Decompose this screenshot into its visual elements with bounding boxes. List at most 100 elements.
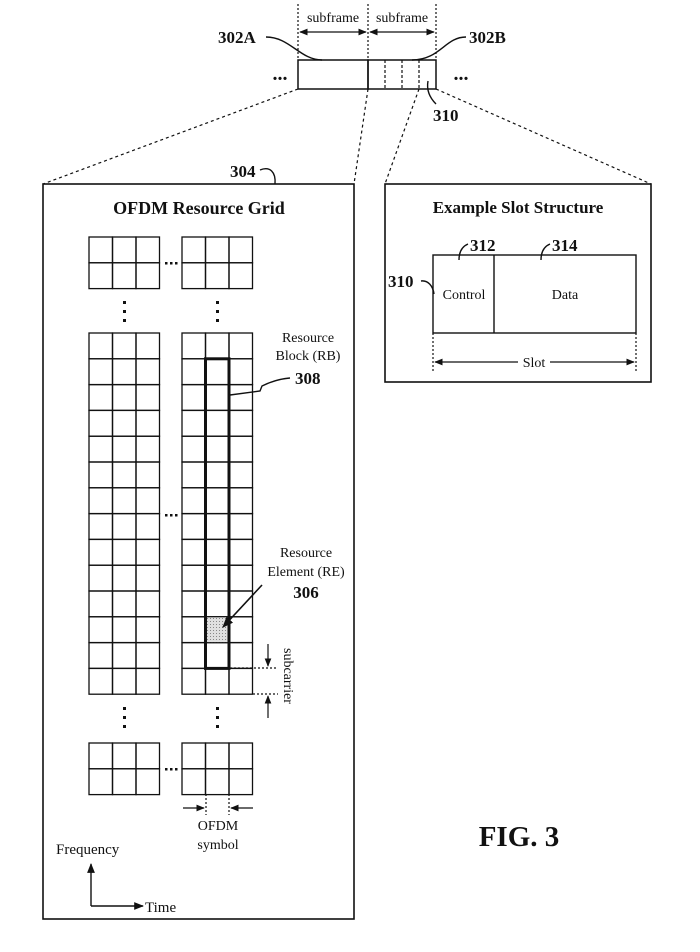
resource-element-cell (111, 383, 137, 412)
resource-element-cell (88, 487, 114, 515)
resource-element-cell (88, 768, 114, 796)
resource-element-cell (135, 461, 161, 489)
resource-element-cell (111, 564, 137, 592)
resource-element-cell (88, 564, 114, 592)
top-right-block (181, 236, 254, 290)
resource-element-cell (228, 616, 254, 644)
ref-304: 304 (230, 162, 256, 181)
leader-312 (458, 243, 469, 261)
resource-element-cell (181, 667, 207, 695)
resource-element-cell (88, 742, 114, 770)
resource-element-cell (228, 461, 254, 489)
resource-element-cell (88, 641, 114, 670)
symbol-label-line1: OFDM (198, 819, 239, 834)
resource-element-cell (204, 409, 230, 437)
resource-element-cell (111, 512, 137, 541)
resource-grid-border (42, 183, 355, 920)
resource-element-cell (111, 358, 137, 386)
resource-element-cell (181, 742, 207, 770)
resource-element-cell (228, 358, 254, 386)
resource-element-cell (228, 641, 254, 670)
resource-element-cell (204, 435, 230, 463)
symbol-label-line2: symbol (197, 838, 238, 853)
resource-element-cell (111, 461, 137, 489)
top-left-block (88, 236, 161, 290)
resource-element-cell (228, 667, 254, 695)
rb-label-line1: Resource (282, 331, 334, 346)
leader-314 (540, 243, 551, 261)
resource-element-cell (135, 332, 161, 360)
resource-element-cell (88, 461, 114, 489)
ref-302a: 302A (218, 28, 257, 47)
resource-element-cell (181, 332, 207, 360)
resource-element-cell (204, 768, 230, 796)
resource-element-cell (228, 383, 254, 412)
slot-structure-border (384, 183, 652, 383)
bottom-left-block (88, 742, 161, 796)
resource-element-cell (135, 358, 161, 386)
resource-element-cell (88, 590, 114, 618)
grid-ellipsis-horizontal (165, 262, 178, 771)
ref-302b: 302B (469, 28, 506, 47)
resource-element-cell (88, 332, 114, 360)
slot-label: Slot (523, 356, 546, 371)
ref-308: 308 (295, 369, 321, 388)
resource-element-cell (135, 409, 161, 437)
ref-310-slot: 310 (388, 272, 414, 291)
resource-element-cell (204, 358, 230, 386)
resource-element-cell (181, 564, 207, 592)
resource-element-cell (111, 487, 137, 515)
frequency-axis-label: Frequency (56, 842, 120, 858)
resource-element-cell (181, 409, 207, 437)
resource-element-cell (135, 435, 161, 463)
figure-caption: FIG. 3 (479, 821, 560, 853)
ref-314: 314 (552, 236, 578, 255)
resource-element-cell (88, 512, 114, 541)
resource-element-cell (204, 538, 230, 566)
data-region-label: Data (552, 288, 579, 303)
resource-element-cell (111, 262, 137, 290)
resource-element-cell (135, 667, 161, 695)
resource-element-cell (204, 641, 230, 670)
resource-element-cell (88, 435, 114, 463)
resource-grid-title: OFDM Resource Grid (113, 198, 285, 218)
resource-element-cell (135, 236, 161, 264)
re-label-line2: Element (RE) (267, 565, 345, 580)
rb-label-line2: Block (RB) (276, 349, 341, 364)
resource-element-cell (228, 487, 254, 515)
resource-element-cell (204, 512, 230, 541)
resource-element-cell (111, 538, 137, 566)
resource-element-cell (228, 435, 254, 463)
projection-line (42, 88, 299, 185)
resource-element-cell (181, 512, 207, 541)
re-label-line1: Resource (280, 546, 332, 561)
ref-310-top: 310 (433, 106, 459, 125)
resource-element-cell (228, 409, 254, 437)
resource-element-cell (135, 538, 161, 566)
ref-306: 306 (293, 583, 319, 602)
resource-element-cell (181, 590, 207, 618)
leader-308 (229, 377, 291, 396)
resource-element-cell (228, 538, 254, 566)
control-region-label: Control (443, 288, 486, 303)
resource-element-cell (228, 590, 254, 618)
resource-element-cell (181, 461, 207, 489)
leader-310-slot (420, 280, 435, 295)
resource-element-cell (204, 667, 230, 695)
resource-element-cell (111, 332, 137, 360)
resource-element-cell (135, 590, 161, 618)
resource-element-cell (181, 262, 207, 290)
resource-element-cell (111, 409, 137, 437)
slot-structure-title: Example Slot Structure (433, 198, 604, 217)
resource-element-cell (135, 487, 161, 515)
resource-element-cell (181, 768, 207, 796)
resource-element-cell (111, 768, 137, 796)
resource-element-cell (135, 616, 161, 644)
resource-element-cell (111, 641, 137, 670)
resource-element-cell (88, 409, 114, 437)
grid-blocks (88, 236, 254, 796)
ellipsis-left: ... (273, 63, 288, 85)
re-arrow (222, 584, 263, 628)
resource-element-cell (204, 461, 230, 489)
